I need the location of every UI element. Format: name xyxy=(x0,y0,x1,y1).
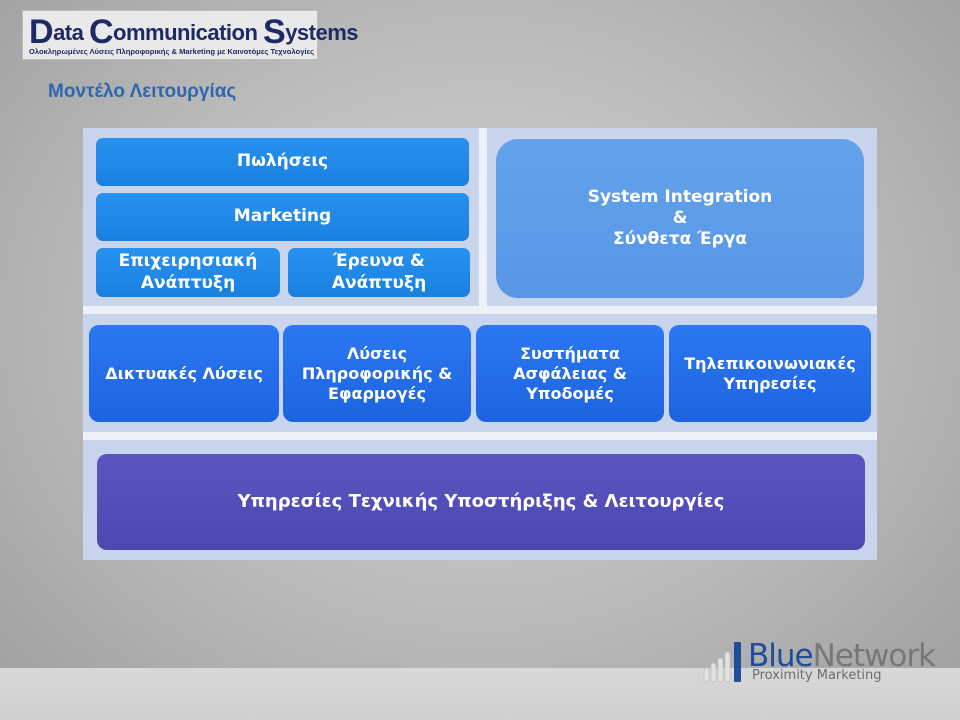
dcs-logo: Data Communication Systems Ολοκληρωμένες… xyxy=(22,10,359,60)
dcs-logo-wordmark: Data Communication Systems xyxy=(29,13,359,51)
bluenetwork-wordmark-blue: Blue xyxy=(748,638,814,674)
bluenetwork-wordmark: BlueNetwork xyxy=(748,638,936,674)
operating-model-diagram: Πωλήσεις Marketing Επιχειρησιακή Ανάπτυξ… xyxy=(83,128,877,560)
box-research-development-line-1: Έρευνα & xyxy=(333,251,425,272)
box-telecom-services-line-1: Τηλεπικοινωνιακές xyxy=(684,353,856,373)
box-research-development-line-2: Ανάπτυξη xyxy=(331,272,427,293)
box-security-systems-line-2: Ασφάλειας & xyxy=(513,363,627,383)
box-it-solutions-line-1: Λύσεις xyxy=(346,343,408,363)
bluenetwork-wordmark-network: Network xyxy=(812,638,936,674)
box-business-development: Επιχειρησιακή Ανάπτυξη xyxy=(96,248,280,297)
box-technical-support: Υπηρεσίες Τεχνικής Υποστήριξης & Λειτουρ… xyxy=(97,454,865,550)
box-business-development-line-1: Επιχειρησιακή xyxy=(118,251,258,272)
dcs-logo-tagline: Ολοκληρωμένες Λύσεις Πληροφορικής & Mark… xyxy=(29,47,315,56)
horizontal-divider-2 xyxy=(83,432,877,440)
vertical-divider xyxy=(479,128,487,306)
box-technical-support-label: Υπηρεσίες Τεχνικής Υποστήριξης & Λειτουρ… xyxy=(237,490,725,512)
bottom-band xyxy=(0,668,960,720)
box-sales: Πωλήσεις xyxy=(96,138,469,186)
page-title: Μοντέλο Λειτουργίας xyxy=(48,81,237,102)
box-security-systems-line-1: Συστήματα xyxy=(520,343,620,363)
box-system-integration-line-3: Σύνθετα Έργα xyxy=(612,229,748,250)
box-marketing-label: Marketing xyxy=(233,206,332,227)
box-research-development: Έρευνα & Ανάπτυξη xyxy=(288,248,470,297)
bluenetwork-tagline: Proximity Marketing xyxy=(752,668,882,683)
box-business-development-line-2: Ανάπτυξη xyxy=(140,272,236,293)
box-it-solutions: Λύσεις Πληροφορικής & Εφαρμογές xyxy=(283,325,471,422)
box-sales-label: Πωλήσεις xyxy=(236,151,329,172)
box-network-solutions-line-1: Δικτυακές Λύσεις xyxy=(105,363,263,383)
box-security-systems: Συστήματα Ασφάλειας & Υποδομές xyxy=(476,325,664,422)
signal-bars-icon xyxy=(703,642,741,683)
box-it-solutions-line-2: Πληροφορικής & xyxy=(301,363,453,383)
horizontal-divider-1 xyxy=(83,306,877,314)
box-telecom-services-line-2: Υπηρεσίες xyxy=(723,373,817,393)
box-system-integration-line-1: System Integration xyxy=(587,186,773,207)
box-marketing: Marketing xyxy=(96,193,469,241)
bluenetwork-logo: BlueNetwork Proximity Marketing xyxy=(700,636,936,688)
box-security-systems-line-3: Υποδομές xyxy=(526,383,614,403)
box-system-integration-line-2: & xyxy=(672,207,688,228)
box-system-integration: System Integration & Σύνθετα Έργα xyxy=(496,139,864,298)
box-it-solutions-line-3: Εφαρμογές xyxy=(328,383,426,403)
box-telecom-services: Τηλεπικοινωνιακές Υπηρεσίες xyxy=(669,325,871,422)
box-network-solutions: Δικτυακές Λύσεις xyxy=(89,325,279,422)
